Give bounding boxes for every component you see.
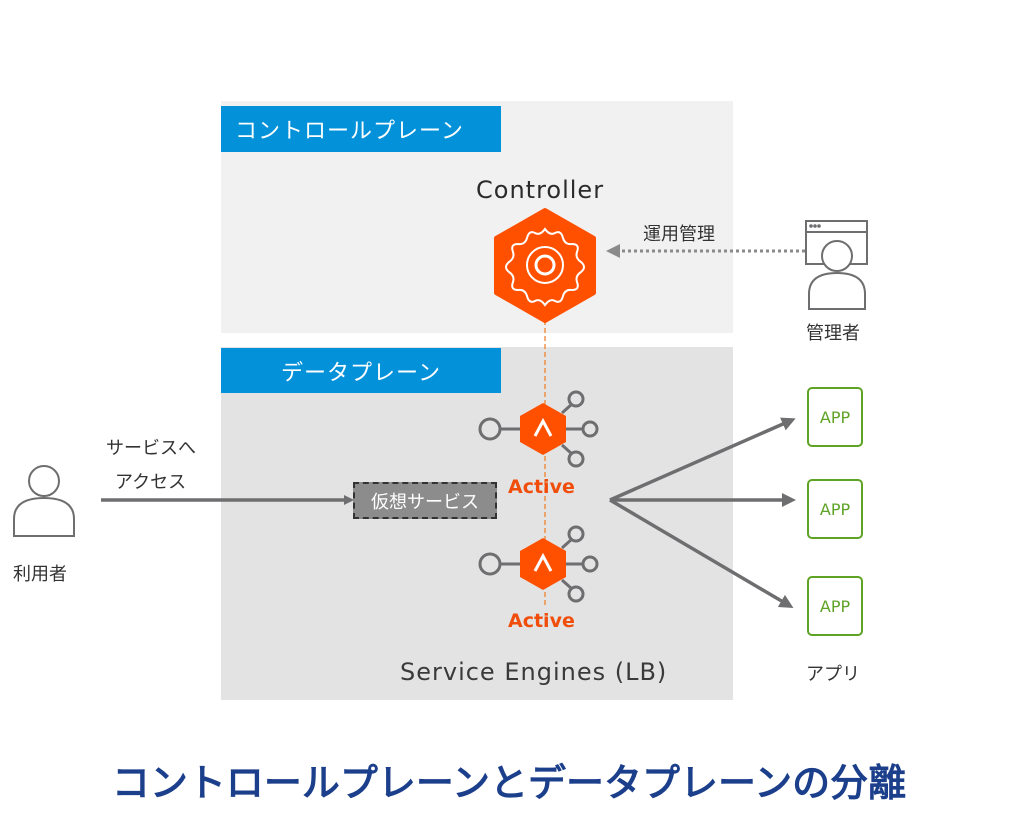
apps-label: アプリ (806, 664, 860, 685)
controller-gear-icon (494, 208, 596, 323)
service-engine-status-2: Active (508, 610, 575, 632)
virtual-service-box: 仮想サービス (353, 482, 497, 519)
service-engines-label: Service Engines (LB) (400, 658, 668, 686)
user-icon (13, 465, 75, 537)
app-box-1: APP (807, 387, 863, 447)
ops-management-label: 運用管理 (643, 224, 715, 245)
app-arrow-3 (609, 498, 794, 609)
service-engine-status-1: Active (508, 476, 575, 498)
admin-label: 管理者 (806, 323, 860, 344)
service-engine-icon-2 (478, 525, 599, 603)
app-arrow-1 (609, 417, 796, 502)
control-plane-label: コントロールプレーン (221, 106, 501, 152)
controller-title: Controller (476, 176, 605, 204)
access-label-line1: サービスへ (106, 438, 196, 459)
diagram-title: コントロールプレーンとデータプレーンの分離 (111, 761, 907, 805)
admin-browser-user-icon (805, 220, 868, 310)
app-box-3: APP (807, 576, 863, 636)
user-label: 利用者 (13, 564, 67, 585)
service-engine-icon-1 (478, 390, 599, 468)
app-box-2: APP (807, 479, 863, 539)
data-plane-label: データプレーン (221, 348, 501, 393)
access-label-line2: アクセス (115, 472, 187, 493)
